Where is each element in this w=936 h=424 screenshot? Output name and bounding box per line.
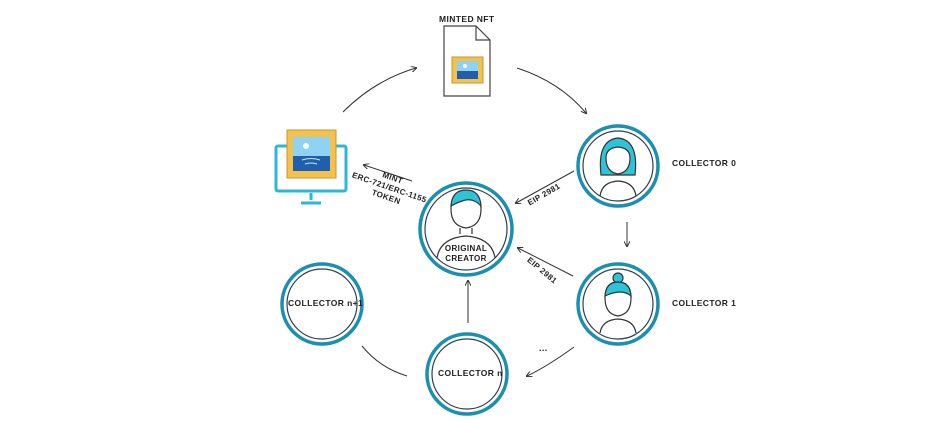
monitor-icon <box>274 129 348 205</box>
creator-label-line-1: ORIGINAL <box>444 244 488 253</box>
collector-1-label: COLLECTOR 1 <box>672 298 737 308</box>
collector-n1-node <box>280 262 364 346</box>
collector-n1-label: COLLECTOR n+1 <box>288 298 364 308</box>
arrow-nft-to-collector0 <box>516 67 586 113</box>
arrow-collector1-to-creator <box>518 248 574 277</box>
arrow-creator-to-nft <box>342 68 416 113</box>
original-creator-label: ORIGINAL CREATOR <box>436 244 496 264</box>
creator-avatar-icon <box>436 189 496 259</box>
creator-label-line-2: CREATOR <box>445 254 487 263</box>
arrow-collector1-to-collectorn <box>527 346 575 376</box>
collector-0-node <box>576 124 660 208</box>
flow-arrows <box>342 67 627 377</box>
collector-0-avatar-icon <box>599 137 637 197</box>
arrow-collectorn-to-collectorn1 <box>361 345 408 377</box>
collector-n-node <box>425 332 509 416</box>
arrow-collector0-to-creator <box>516 170 575 203</box>
collector-1-avatar-icon <box>599 272 637 334</box>
nft-document-icon <box>443 25 491 97</box>
collector-n-label: COLLECTOR n <box>438 368 503 378</box>
collector-1-node <box>576 262 660 346</box>
collector-0-label: COLLECTOR 0 <box>672 158 737 168</box>
minted-nft-label: MINTED NFT <box>439 14 495 24</box>
arrow-creator-to-monitor <box>364 165 413 182</box>
original-creator-node <box>418 181 514 277</box>
ellipsis-label: ... <box>539 343 548 353</box>
